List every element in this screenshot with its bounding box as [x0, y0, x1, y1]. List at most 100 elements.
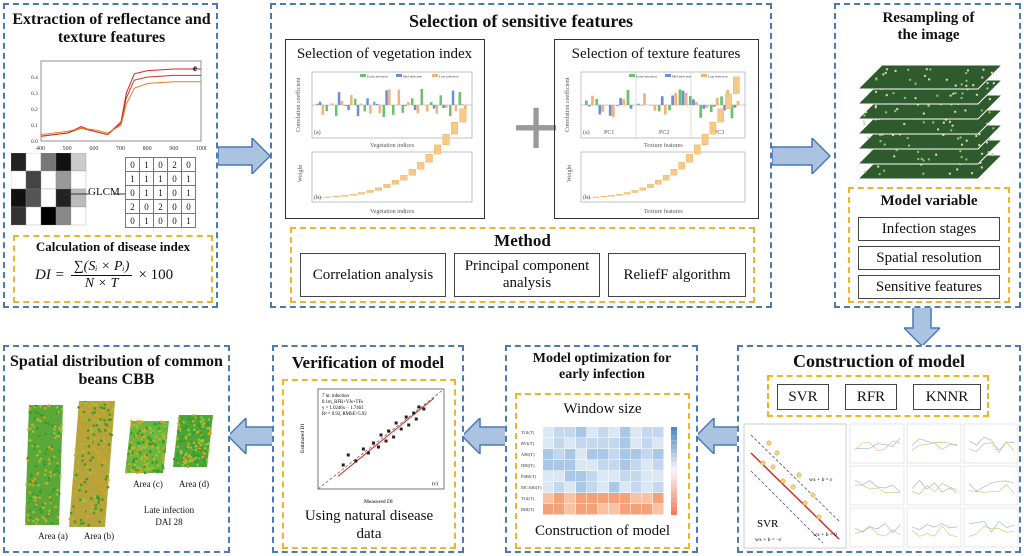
heatmap-row-label: ARI(T) — [521, 452, 535, 457]
correlation-bar — [449, 105, 452, 117]
legend-swatch — [665, 74, 671, 77]
models-box: SVR RFR KNNR — [767, 375, 989, 417]
field-pixel — [146, 444, 149, 448]
field-pixel — [44, 519, 48, 523]
result-line — [968, 480, 1015, 492]
glcm-cell: 1 — [139, 171, 154, 186]
waterfall-bar — [374, 187, 383, 191]
field-pixel — [87, 410, 91, 413]
field-pixel — [132, 469, 136, 473]
heatmap-cell — [642, 460, 653, 471]
spatial-area-d: Area (d) — [178, 479, 210, 489]
field-pixel — [136, 432, 140, 435]
tf-tag-b: (b) — [583, 194, 590, 201]
field-pixel — [96, 495, 99, 498]
field-pixel — [135, 466, 139, 470]
correlation-bar — [595, 98, 599, 105]
stack-texture — [922, 121, 926, 124]
field-pixel — [36, 426, 40, 430]
construction-panel: Construction of model SVR RFR KNNR wx + … — [737, 345, 1021, 553]
field-pixel — [135, 434, 138, 438]
heatmap-cell — [642, 427, 653, 438]
svr-point — [816, 514, 822, 520]
waterfall-bar — [623, 192, 631, 195]
field-pixel — [32, 495, 36, 499]
correlation-bar — [730, 105, 734, 119]
stack-texture — [951, 124, 954, 127]
stack-texture — [986, 122, 989, 125]
plus-sign: + — [509, 90, 563, 164]
stack-texture — [874, 106, 877, 109]
verification-annot-3: R² = 0.92, RMSE=5.92 — [322, 411, 367, 417]
field-pixel — [26, 518, 30, 522]
correlation-bar — [736, 100, 740, 105]
correlation-bar — [629, 105, 633, 109]
field-pixel — [39, 510, 43, 514]
field-pixel — [38, 496, 42, 499]
field-pixel — [81, 442, 85, 446]
stack-texture — [863, 114, 866, 117]
field-pixel — [81, 407, 84, 411]
glcm-connector — [65, 193, 125, 195]
field-pixel — [91, 456, 94, 459]
stack-texture — [953, 110, 957, 113]
field-pixel — [36, 444, 40, 448]
spectrum-ytick: 0.1 — [31, 123, 38, 129]
field-pixel — [138, 451, 142, 455]
vi-tag-b: (b) — [314, 194, 321, 201]
stack-texture — [874, 90, 878, 94]
stack-texture — [978, 143, 981, 147]
field-pixel — [48, 495, 52, 499]
field-pixel — [90, 427, 93, 431]
result-line — [911, 523, 958, 531]
field-pixel — [181, 434, 185, 438]
window-size-heatmap: TGI(T)RVI(T)ARI(T)DRI(T)PSRI(T)MCARI(T)T… — [521, 427, 677, 515]
field-pixel — [97, 497, 101, 500]
stack-texture — [960, 143, 964, 146]
field-pixel — [28, 491, 32, 494]
scatter-point — [354, 459, 358, 463]
field-pixel — [182, 420, 185, 424]
heatmap-cell — [576, 438, 587, 449]
field-pixel — [103, 440, 107, 443]
field-pixel — [102, 438, 105, 441]
field-pixel — [76, 462, 80, 465]
tf-xlabel-bottom: Texture features — [644, 208, 683, 215]
field-pixel — [145, 442, 148, 445]
tf-weight-ylabel: Weight — [567, 164, 573, 182]
field-pixel — [158, 422, 161, 425]
field-pixel — [92, 433, 96, 436]
glcm-cell: 1 — [181, 185, 196, 200]
field-pixel — [189, 458, 192, 462]
field-pixel — [48, 479, 51, 482]
stack-texture — [925, 67, 928, 71]
field-pixel — [94, 449, 97, 453]
field-pixel — [182, 427, 185, 430]
heatmap-row-label: MCARI(T) — [521, 485, 542, 490]
field-pixel — [55, 411, 58, 414]
field-pixel — [101, 461, 105, 465]
stack-texture — [987, 137, 991, 141]
field-pixel — [161, 456, 165, 460]
stack-texture — [927, 78, 931, 81]
field-pixel — [74, 448, 78, 451]
correlation-bar — [432, 105, 436, 109]
field-pixel — [180, 421, 183, 425]
texture-cell — [11, 188, 27, 208]
waterfall-bar — [400, 175, 408, 181]
field-pixel — [192, 413, 196, 417]
stack-texture — [882, 73, 885, 76]
correlation-bar — [608, 105, 612, 116]
correlation-bar — [369, 105, 372, 114]
heatmap-cell — [598, 504, 609, 515]
texture-cell — [11, 153, 27, 172]
field-pixel — [74, 490, 78, 493]
correlation-bar — [337, 92, 341, 105]
field-pixel — [100, 479, 104, 482]
field-pixel — [105, 492, 108, 495]
field-pixel — [139, 470, 143, 474]
field-pixel — [43, 416, 46, 419]
field-pixel — [44, 432, 47, 436]
field-pixel — [73, 453, 77, 457]
